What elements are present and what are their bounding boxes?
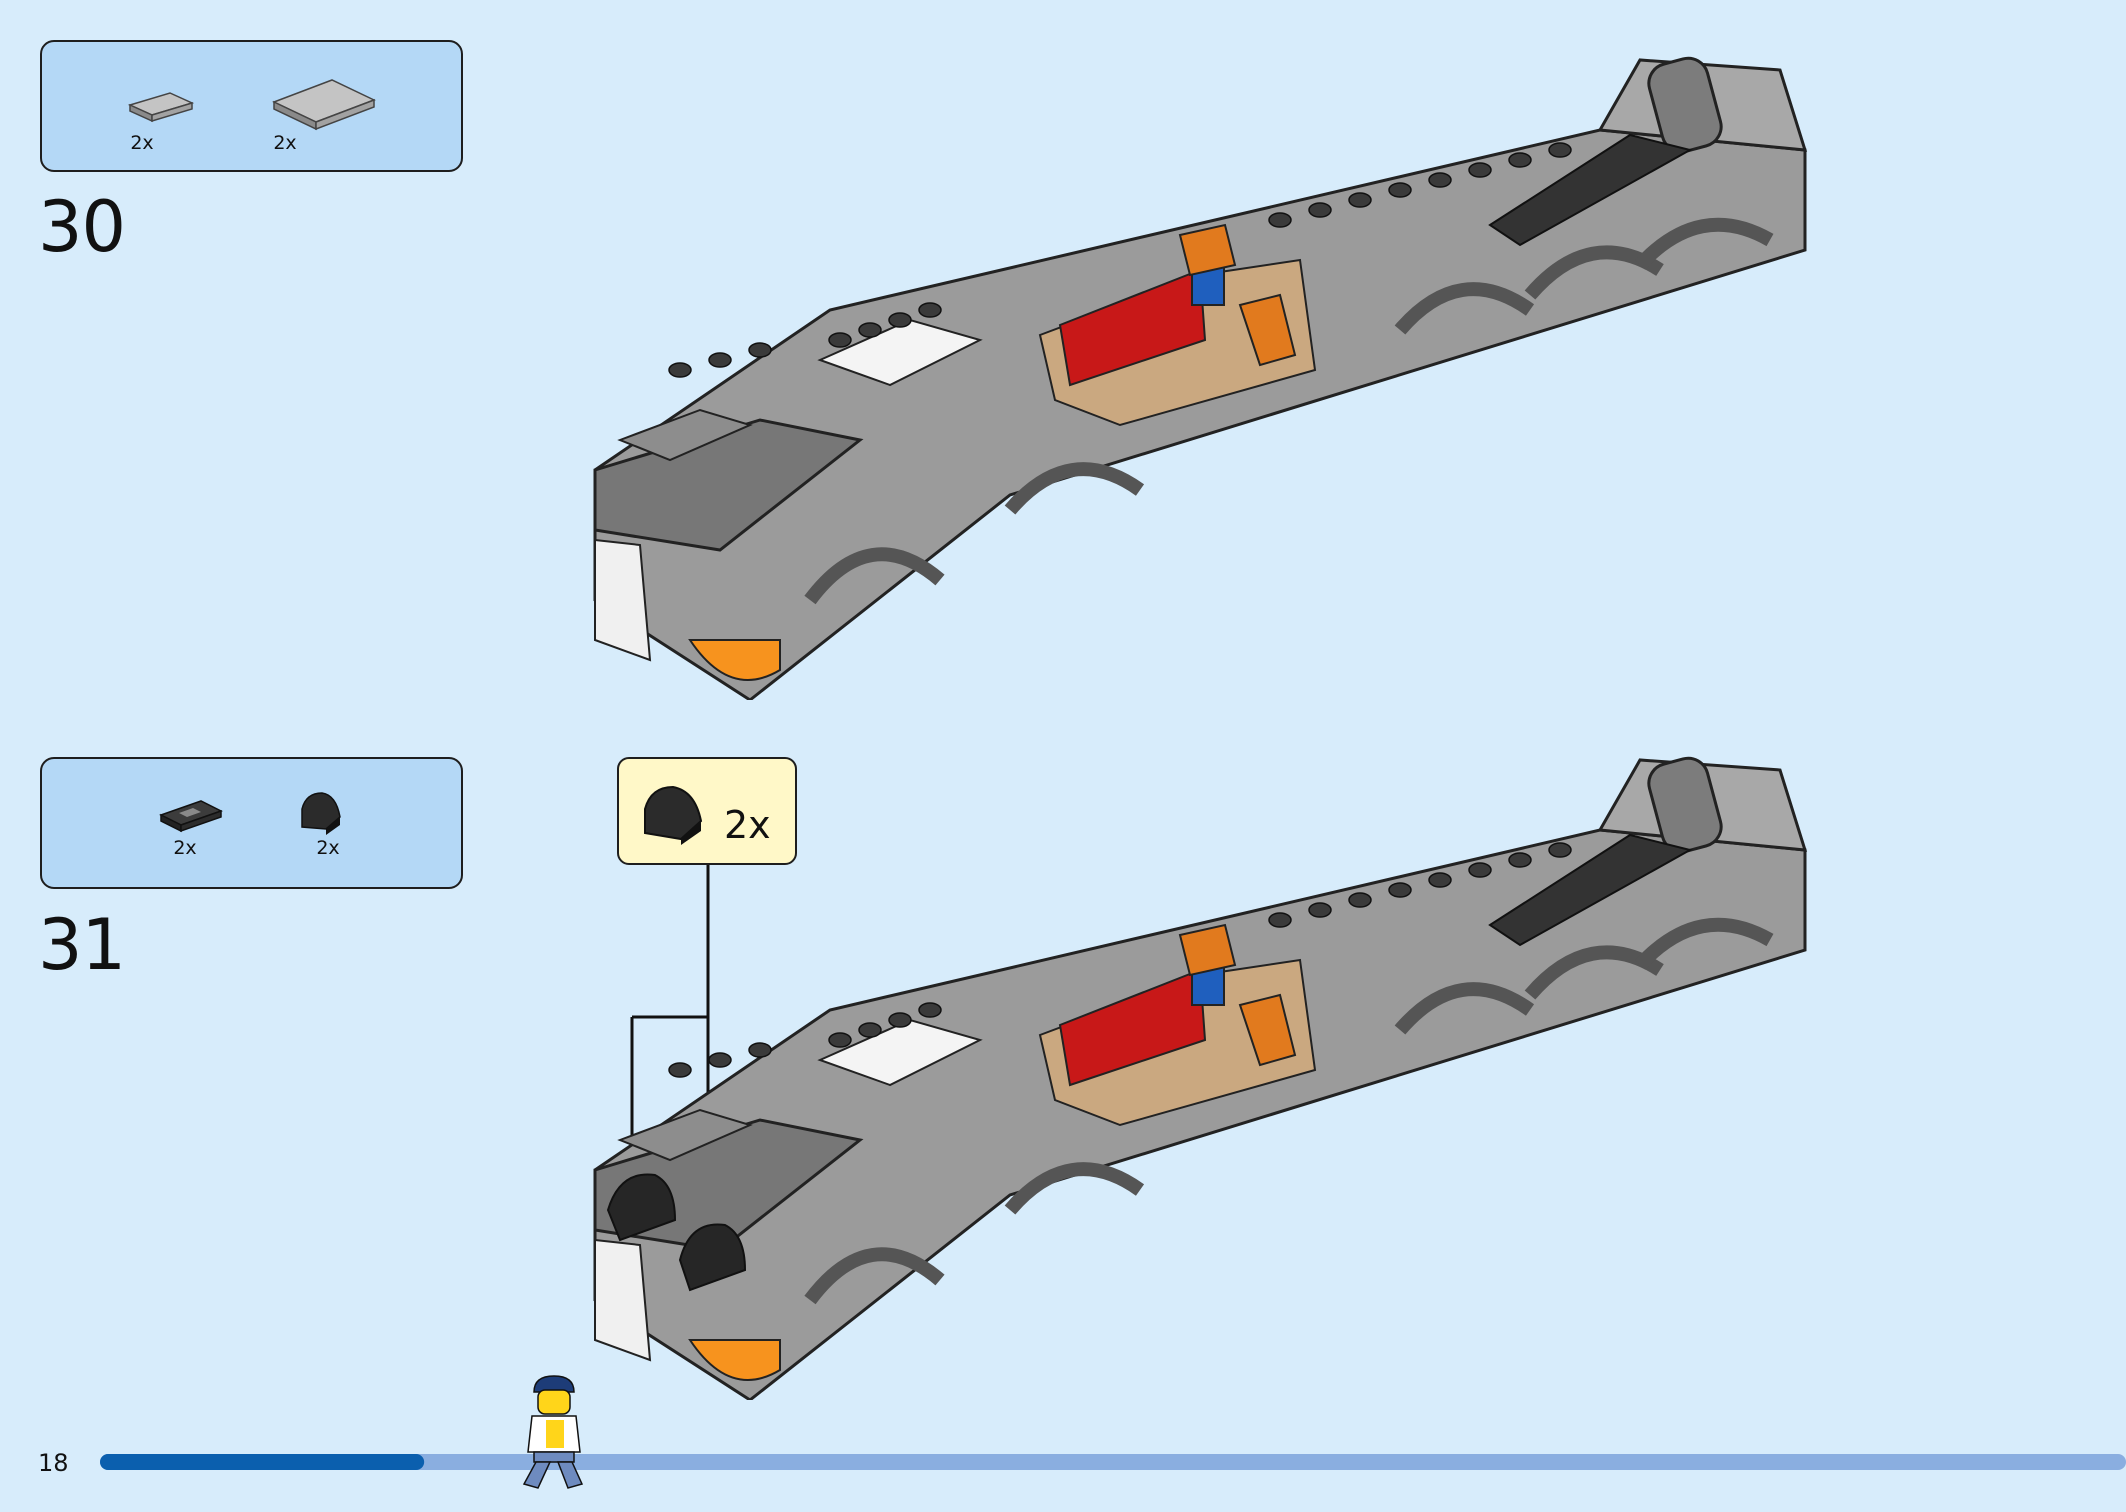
dark-grille-tile-icon: [159, 800, 223, 833]
parts-list-step-31: 2x 2x: [40, 757, 463, 889]
callout-qty: 2x: [724, 803, 771, 847]
step-number: 31: [38, 904, 126, 986]
part-qty: 2x: [316, 837, 340, 859]
step-number: 30: [38, 186, 126, 268]
parts-list-step-30: 2x 2x: [40, 40, 463, 172]
minifigure-icon: [522, 1375, 584, 1489]
gray-tile-2x4-icon: [272, 79, 376, 131]
progress-bar: [100, 1454, 2126, 1470]
page-number: 18: [38, 1449, 69, 1477]
gray-tile-1x2-icon: [127, 92, 195, 123]
black-curved-slope-icon: [301, 792, 341, 835]
progress-done: [100, 1454, 425, 1470]
new-parts-callout: 2x: [617, 757, 797, 865]
vehicle-chassis-step-31: [593, 756, 1808, 1400]
black-curved-slope-icon: [644, 785, 703, 845]
vehicle-chassis-step-30: [593, 56, 1808, 700]
part-qty: 2x: [273, 132, 297, 154]
part-qty: 2x: [130, 132, 154, 154]
part-qty: 2x: [173, 837, 197, 859]
progress-remaining: [100, 1454, 2126, 1470]
